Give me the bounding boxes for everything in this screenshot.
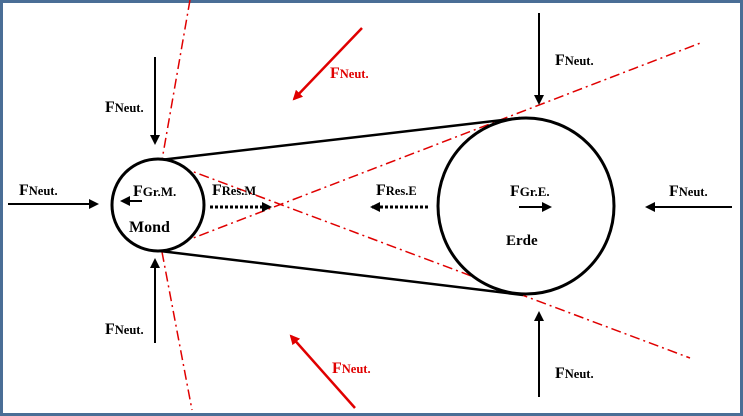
label-neut-moon-bottom: FNeut.: [105, 321, 144, 338]
red-dashdot-lines: [161, 0, 704, 411]
lower-tangent-line: [159, 249, 524, 297]
arrow-neut-red-bottom: [289, 334, 356, 409]
label-neut-earth-top: FNeut.: [555, 52, 594, 69]
label-neut-earth-right: FNeut.: [669, 183, 708, 200]
moon-circle: [110, 157, 206, 253]
neutral-force-arrows: [8, 13, 732, 397]
label-neut-red-bottom: FNeut.: [332, 360, 371, 377]
label-moon: Mond: [129, 219, 170, 236]
label-gr-moon: FGr.M.: [133, 183, 176, 200]
red-line-moon-to-lower-right: [161, 159, 691, 359]
label-res-moon: FRes.M: [212, 182, 256, 199]
label-gr-earth: FGr.E.: [510, 183, 550, 200]
red-line-lower-moon: [161, 251, 193, 411]
label-neut-moon-top: FNeut.: [105, 99, 144, 116]
red-line-moon-to-upper-right: [161, 41, 704, 251]
upper-tangent-line: [159, 116, 521, 162]
label-neut-red-top: FNeut.: [330, 65, 369, 82]
label-res-earth: FRes.E: [376, 182, 417, 199]
arrow-neut-red-top: [292, 27, 363, 101]
label-earth: Erde: [506, 233, 538, 249]
red-line-upper-moon: [161, 0, 191, 161]
label-neut-earth-bottom: FNeut.: [555, 365, 594, 382]
label-neut-moon-left: FNeut.: [19, 182, 58, 199]
